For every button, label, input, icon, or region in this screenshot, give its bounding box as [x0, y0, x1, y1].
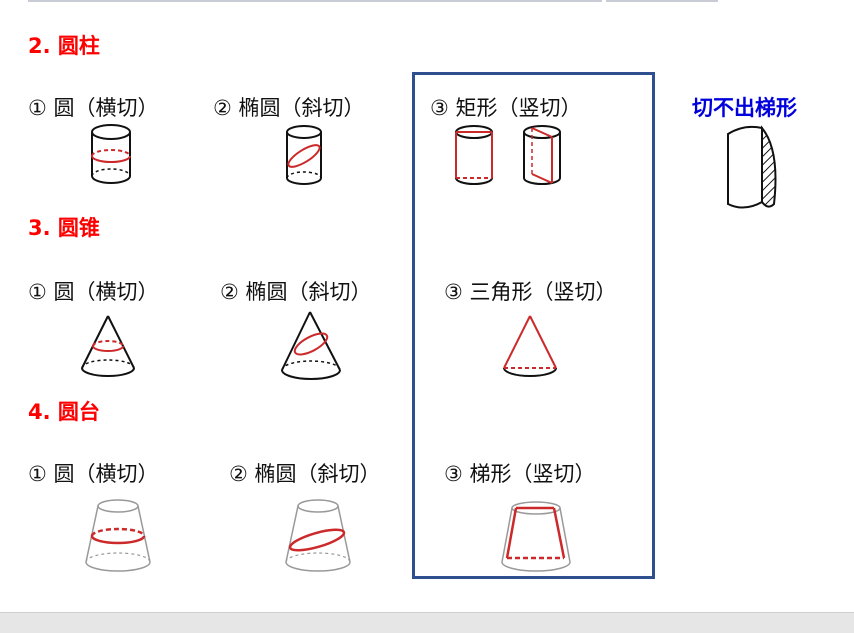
cylinder-vertical-cut-diagonal-figure [523, 125, 561, 185]
top-divider [28, 0, 602, 2]
frustum-label-trapezoid: ③ 梯形（竖切） [444, 462, 596, 486]
cone-heading: 3. 圆锥 [28, 216, 100, 240]
cone-horizontal-cut-figure [81, 315, 135, 377]
frustum-oblique-cut-figure [285, 499, 351, 572]
bottom-scroll-bar[interactable] [0, 612, 854, 633]
cylinder-label-circle: ① 圆（横切） [28, 96, 159, 120]
cylinder-heading: 2. 圆柱 [28, 34, 100, 58]
cone-label-circle: ① 圆（横切） [28, 280, 159, 304]
frustum-heading: 4. 圆台 [28, 400, 100, 424]
cylinder-label-ellipse: ② 椭圆（斜切） [213, 96, 365, 120]
frustum-vertical-cut-figure [501, 501, 571, 572]
top-divider-right [606, 0, 718, 2]
cylinder-label-rectangle: ③ 矩形（竖切） [430, 96, 582, 120]
cylinder-slice-hatched-figure [727, 125, 777, 209]
vertical-cut-box [412, 72, 655, 579]
cone-vertical-cut-figure [503, 315, 557, 377]
cone-label-ellipse: ② 椭圆（斜切） [220, 280, 372, 304]
cylinder-vertical-cut-front-figure [455, 125, 493, 185]
cannot-cut-trapezoid-note: 切不出梯形 [692, 96, 797, 120]
frustum-horizontal-cut-figure [85, 499, 151, 572]
cone-oblique-cut-figure [281, 311, 341, 380]
frustum-label-circle: ① 圆（横切） [28, 462, 159, 486]
frustum-label-ellipse: ② 椭圆（斜切） [229, 462, 381, 486]
cone-label-triangle: ③ 三角形（竖切） [444, 280, 617, 304]
cylinder-horizontal-cut-figure [91, 124, 131, 184]
cylinder-oblique-cut-figure [286, 125, 322, 185]
